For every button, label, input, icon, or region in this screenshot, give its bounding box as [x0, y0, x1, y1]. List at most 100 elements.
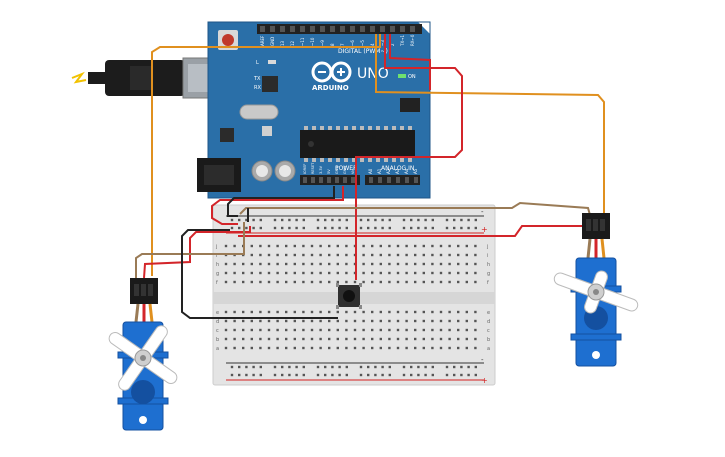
breadboard-hole[interactable] [302, 271, 305, 275]
breadboard-hole[interactable] [324, 218, 327, 222]
breadboard-hole[interactable] [431, 253, 434, 257]
breadboard-hole[interactable] [336, 244, 339, 248]
breadboard-hole[interactable] [242, 262, 245, 266]
breadboard-hole[interactable] [371, 244, 374, 248]
breadboard-hole[interactable] [345, 218, 348, 222]
breadboard-hole[interactable] [288, 373, 291, 377]
power-wire-left-servo[interactable] [143, 226, 251, 279]
breadboard-hole[interactable] [474, 262, 477, 266]
breadboard-hole[interactable] [328, 244, 331, 248]
breadboard-hole[interactable] [302, 337, 305, 341]
breadboard-hole[interactable] [224, 346, 228, 350]
arduino-uno-board[interactable]: ARDUINO UNO DIGITAL (PWM~) ON L TX RX [197, 21, 431, 199]
breadboard-hole[interactable] [379, 319, 382, 323]
breadboard-hole[interactable] [457, 319, 460, 323]
digital-pin-hole[interactable] [370, 26, 375, 32]
breadboard-hole[interactable] [448, 310, 451, 314]
breadboard-hole[interactable] [267, 244, 271, 248]
button-ground-wire[interactable] [181, 229, 338, 319]
breadboard-hole[interactable] [388, 218, 391, 222]
breadboard-hole[interactable] [295, 226, 298, 230]
breadboard-hole[interactable] [431, 373, 434, 377]
breadboard-hole[interactable] [233, 262, 236, 266]
breadboard-hole[interactable] [417, 373, 420, 377]
breadboard-hole[interactable] [424, 218, 427, 222]
breadboard-hole[interactable] [331, 365, 334, 369]
breadboard-hole[interactable] [388, 253, 391, 257]
breadboard-hole[interactable] [230, 373, 234, 377]
breadboard-hole[interactable] [417, 365, 420, 369]
breadboard-hole[interactable] [233, 319, 236, 323]
breadboard-hole[interactable] [448, 328, 451, 332]
breadboard-hole[interactable] [267, 319, 271, 323]
breadboard-hole[interactable] [453, 373, 456, 377]
breadboard-hole[interactable] [259, 253, 262, 257]
breadboard-hole[interactable] [445, 365, 449, 369]
breadboard-hole[interactable] [285, 337, 288, 341]
breadboard-hole[interactable] [405, 253, 408, 257]
breadboard-hole[interactable] [414, 346, 417, 350]
breadboard-hole[interactable] [242, 280, 245, 284]
breadboard-hole[interactable] [402, 226, 406, 230]
breadboard-hole[interactable] [336, 253, 339, 257]
breadboard-hole[interactable] [267, 253, 271, 257]
breadboard-hole[interactable] [245, 218, 248, 222]
digital-pin-hole[interactable] [320, 26, 325, 32]
breadboard-hole[interactable] [453, 226, 456, 230]
breadboard-hole[interactable] [345, 337, 348, 341]
breadboard-hole[interactable] [310, 262, 314, 266]
breadboard-hole[interactable] [267, 346, 271, 350]
breadboard-hole[interactable] [359, 218, 363, 222]
breadboard-hole[interactable] [267, 271, 271, 275]
breadboard-hole[interactable] [405, 271, 408, 275]
breadboard-hole[interactable] [457, 271, 460, 275]
breadboard-hole[interactable] [238, 226, 241, 230]
breadboard-hole[interactable] [410, 365, 413, 369]
breadboard-hole[interactable] [267, 262, 271, 266]
breadboard-hole[interactable] [379, 337, 382, 341]
breadboard-hole[interactable] [288, 218, 291, 222]
breadboard-hole[interactable] [371, 337, 374, 341]
breadboard-hole[interactable] [414, 337, 417, 341]
breadboard-hole[interactable] [288, 365, 291, 369]
breadboard-hole[interactable] [448, 262, 451, 266]
breadboard-hole[interactable] [362, 244, 365, 248]
breadboard-hole[interactable] [457, 337, 460, 341]
breadboard-hole[interactable] [396, 337, 400, 341]
breadboard-hole[interactable] [388, 365, 391, 369]
digital-pin-hole[interactable] [290, 26, 295, 32]
breadboard-hole[interactable] [310, 244, 314, 248]
breadboard-hole[interactable] [252, 218, 255, 222]
breadboard-hole[interactable] [422, 253, 425, 257]
pushbutton[interactable] [336, 283, 362, 309]
breadboard-hole[interactable] [345, 373, 348, 377]
breadboard-hole[interactable] [285, 253, 288, 257]
breadboard-hole[interactable] [414, 328, 417, 332]
breadboard-hole[interactable] [293, 262, 296, 266]
breadboard-hole[interactable] [396, 319, 400, 323]
usb-cable[interactable] [71, 57, 226, 99]
breadboard-hole[interactable] [353, 328, 357, 332]
breadboard-hole[interactable] [338, 365, 341, 369]
breadboard-hole[interactable] [414, 310, 417, 314]
breadboard-hole[interactable] [285, 280, 288, 284]
breadboard-hole[interactable] [224, 280, 228, 284]
breadboard-hole[interactable] [396, 346, 400, 350]
breadboard-hole[interactable] [422, 262, 425, 266]
breadboard-hole[interactable] [276, 271, 279, 275]
breadboard-hole[interactable] [267, 328, 271, 332]
breadboard-hole[interactable] [250, 319, 253, 323]
breadboard-hole[interactable] [431, 328, 434, 332]
breadboard-hole[interactable] [252, 226, 255, 230]
breadboard-hole[interactable] [242, 346, 245, 350]
breadboard-hole[interactable] [388, 310, 391, 314]
breadboard-hole[interactable] [281, 218, 284, 222]
breadboard-hole[interactable] [431, 271, 434, 275]
breadboard-hole[interactable] [250, 337, 253, 341]
breadboard-hole[interactable] [233, 310, 236, 314]
breadboard-hole[interactable] [273, 365, 277, 369]
breadboard-hole[interactable] [371, 271, 374, 275]
breadboard-hole[interactable] [259, 365, 262, 369]
breadboard-hole[interactable] [374, 373, 377, 377]
breadboard-hole[interactable] [345, 346, 348, 350]
